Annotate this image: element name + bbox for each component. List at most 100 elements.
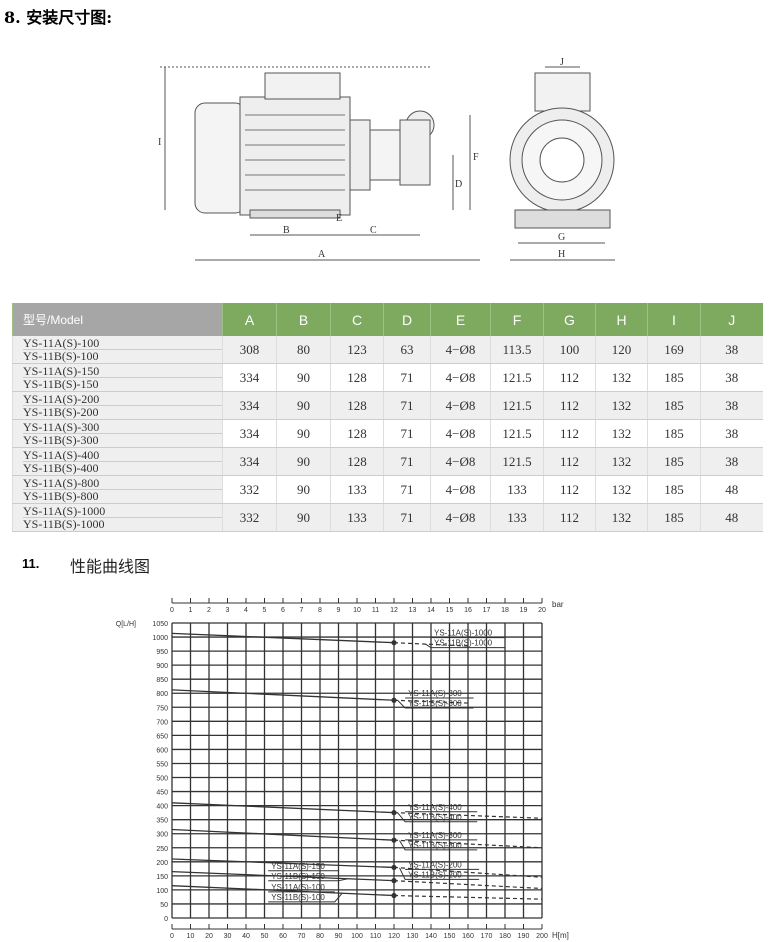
- bar-tick-label: 14: [427, 607, 435, 614]
- series-solid-line: [171, 689, 395, 701]
- dimension-cell-a: 334: [222, 363, 277, 392]
- y-tick-label: 250: [156, 846, 168, 853]
- model-name: YS-11A(S)-300: [23, 420, 100, 434]
- series-label: YS-11B(S)-150: [271, 872, 325, 881]
- bar-tick-label: 6: [281, 607, 285, 614]
- y-tick-label: 950: [156, 649, 168, 656]
- dimension-cell-g: 112: [543, 503, 596, 532]
- bar-tick-label: 11: [372, 607, 379, 614]
- x-tick-label: 170: [481, 933, 493, 940]
- dimension-cell-c: 133: [330, 503, 384, 532]
- bar-tick-label: 15: [446, 607, 454, 614]
- bar-tick-label: 3: [226, 607, 230, 614]
- x-tick-label: 70: [298, 933, 306, 940]
- y-tick-label: 650: [156, 733, 168, 740]
- dimension-cell-b: 90: [276, 475, 331, 504]
- series-label-leader: [399, 867, 480, 880]
- column-header-j: J: [700, 303, 763, 336]
- model-name: YS-11A(S)-100: [23, 336, 100, 350]
- dimension-cell-d: 71: [383, 419, 431, 448]
- dimension-cell-b: 80: [276, 336, 331, 364]
- column-header-d: D: [383, 303, 431, 336]
- dimension-cell-b: 90: [276, 391, 331, 420]
- column-header-e: E: [430, 303, 491, 336]
- dimension-cell-i: 169: [647, 336, 701, 364]
- series-label-leader: [268, 878, 348, 882]
- dimension-cell-j: 38: [700, 419, 763, 448]
- dimension-cell-f: 113.5: [490, 336, 544, 364]
- column-header-i: I: [647, 303, 701, 336]
- bar-tick-label: 2: [207, 607, 211, 614]
- pump-front-view: [509, 66, 615, 261]
- dimension-cell-a: 334: [222, 419, 277, 448]
- dimension-cell-g: 100: [543, 336, 596, 364]
- dimension-cell-b: 90: [276, 419, 331, 448]
- column-header-b: B: [276, 303, 331, 336]
- bar-tick-label: 8: [318, 607, 322, 614]
- model-name: YS-11A(S)-800: [23, 476, 100, 490]
- dimension-cell-h: 132: [595, 475, 648, 504]
- dimension-cell-f: 121.5: [490, 363, 544, 392]
- dim-label-j: J: [560, 57, 564, 68]
- y-tick-label: 500: [156, 776, 168, 783]
- y-tick-label: 600: [156, 747, 168, 754]
- series-label: YS-11B(S)-100: [271, 893, 325, 902]
- dimension-cell-i: 185: [647, 447, 701, 476]
- dimension-cell-e: 4−Ø8: [430, 419, 491, 448]
- dimension-cell-d: 71: [383, 391, 431, 420]
- series-dashed-line: [393, 880, 543, 890]
- dimension-cell-a: 332: [222, 503, 277, 532]
- y-tick-label: 400: [156, 804, 168, 811]
- dimension-cell-e: 4−Ø8: [430, 336, 491, 364]
- dimension-cell-b: 90: [276, 503, 331, 532]
- dimension-cell-a: 334: [222, 447, 277, 476]
- series-dashed-line: [393, 642, 469, 647]
- model-name: YS-11B(S)-150: [23, 377, 222, 390]
- model-name: YS-11B(S)-400: [23, 461, 222, 474]
- model-name: YS-11B(S)-100: [23, 349, 222, 362]
- dim-label-a: A: [318, 249, 326, 260]
- operating-point-marker: [391, 878, 397, 884]
- dimension-cell-h: 132: [595, 419, 648, 448]
- x-tick-label: 30: [224, 933, 232, 940]
- dimension-cell-e: 4−Ø8: [430, 503, 491, 532]
- y-tick-label: 850: [156, 677, 168, 684]
- dim-label-d: D: [455, 179, 462, 190]
- bar-axis-label: bar: [552, 600, 564, 609]
- column-header-a: A: [222, 303, 277, 336]
- installation-dimension-drawing: I B E C A D F G H J: [158, 57, 615, 261]
- series-dashed-line: [393, 699, 469, 704]
- bar-tick-label: 16: [464, 607, 472, 614]
- dimension-cell-a: 334: [222, 391, 277, 420]
- dimension-cell-g: 112: [543, 391, 596, 420]
- series-label: YS-11A(S)-300: [408, 831, 462, 840]
- dim-label-g: G: [558, 232, 565, 243]
- series-label: YS-11B(S)-200: [408, 870, 462, 879]
- section-title-installation-dimensions: 8. 安装尺寸图:: [4, 8, 113, 27]
- bar-tick-label: 0: [170, 607, 174, 614]
- pump-side-view: [160, 66, 480, 261]
- series-label-leader: [397, 812, 478, 823]
- y-tick-label: 150: [156, 874, 168, 881]
- y-tick-label: 900: [156, 663, 168, 670]
- model-name: YS-11A(S)-400: [23, 448, 100, 462]
- series-solid-line: [171, 802, 395, 814]
- x-tick-label: 0: [170, 933, 174, 940]
- series-label: YS-11B(S)-1000: [434, 639, 493, 648]
- x-tick-label: 100: [351, 933, 363, 940]
- series-dashed-line: [393, 812, 543, 819]
- dimension-cell-f: 121.5: [490, 447, 544, 476]
- dimension-cell-j: 38: [700, 336, 763, 364]
- dim-label-b: B: [283, 225, 290, 236]
- x-tick-label: 110: [370, 933, 381, 940]
- x-tick-label: 120: [388, 933, 400, 940]
- bar-tick-label: 13: [409, 607, 417, 614]
- x-tick-label: 90: [335, 933, 343, 940]
